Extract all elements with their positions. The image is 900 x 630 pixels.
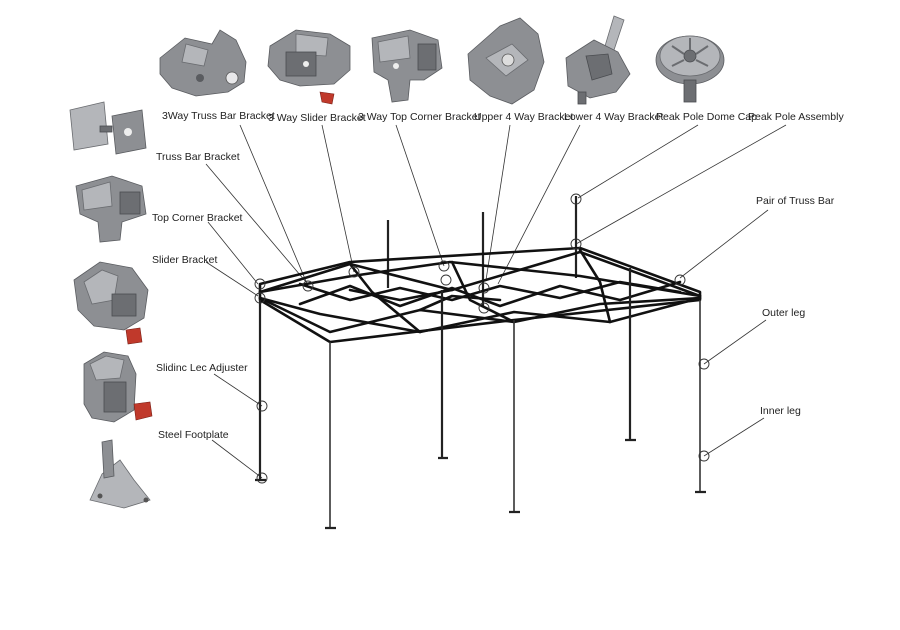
marker-circles <box>254 193 710 484</box>
label-peak-pole-dome-cap: Peak Pole Dome Cap <box>656 111 757 123</box>
label-slider-bracket: Slider Bracket <box>152 254 217 266</box>
label-sliding-leg-adjuster: Slidinc Lec Adjuster <box>156 362 248 374</box>
label-lower-4way-bracket: Lower 4 Way Bracket <box>564 111 663 123</box>
three-way-truss-bar-bracket-icon <box>159 29 247 97</box>
label-3way-truss-bar-bracket: 3Way Truss Bar Bracket <box>162 110 275 122</box>
label-outer-leg: Outer leg <box>762 307 805 319</box>
steel-footplate-icon <box>89 439 151 509</box>
three-way-slider-bracket-icon <box>267 29 351 105</box>
label-inner-leg: Inner leg <box>760 405 801 417</box>
sliding-leg-adjuster-icon <box>83 351 153 423</box>
label-pair-of-truss-bar: Pair of Truss Bar <box>756 195 835 207</box>
label-3way-slider-bracket: 3 Way Slider Bracket <box>268 112 366 124</box>
slider-bracket-icon <box>73 261 149 345</box>
label-3way-top-corner-bracket: 3 Way Top Corner Bracket <box>358 111 481 123</box>
label-top-corner-bracket: Top Corner Bracket <box>152 212 243 224</box>
peak-pole-dome-cap-icon <box>655 35 725 103</box>
canopy-frame <box>255 196 706 530</box>
label-peak-pole-assembly: Peak Pole Assembly <box>748 111 844 123</box>
three-way-top-corner-bracket-icon <box>371 29 443 103</box>
top-corner-bracket-icon <box>75 175 147 243</box>
lower-four-way-bracket-icon <box>565 15 631 105</box>
upper-four-way-bracket-icon <box>467 17 545 105</box>
part-labels: 3Way Truss Bar Bracket 3 Way Slider Brac… <box>152 110 844 441</box>
label-upper-4way-bracket: Upper 4 Way Bracket <box>474 111 573 123</box>
truss-bar-bracket-icon <box>69 101 147 155</box>
leader-lines <box>205 124 787 479</box>
label-truss-bar-bracket: Truss Bar Bracket <box>156 151 240 163</box>
label-steel-footplate: Steel Footplate <box>158 429 229 441</box>
